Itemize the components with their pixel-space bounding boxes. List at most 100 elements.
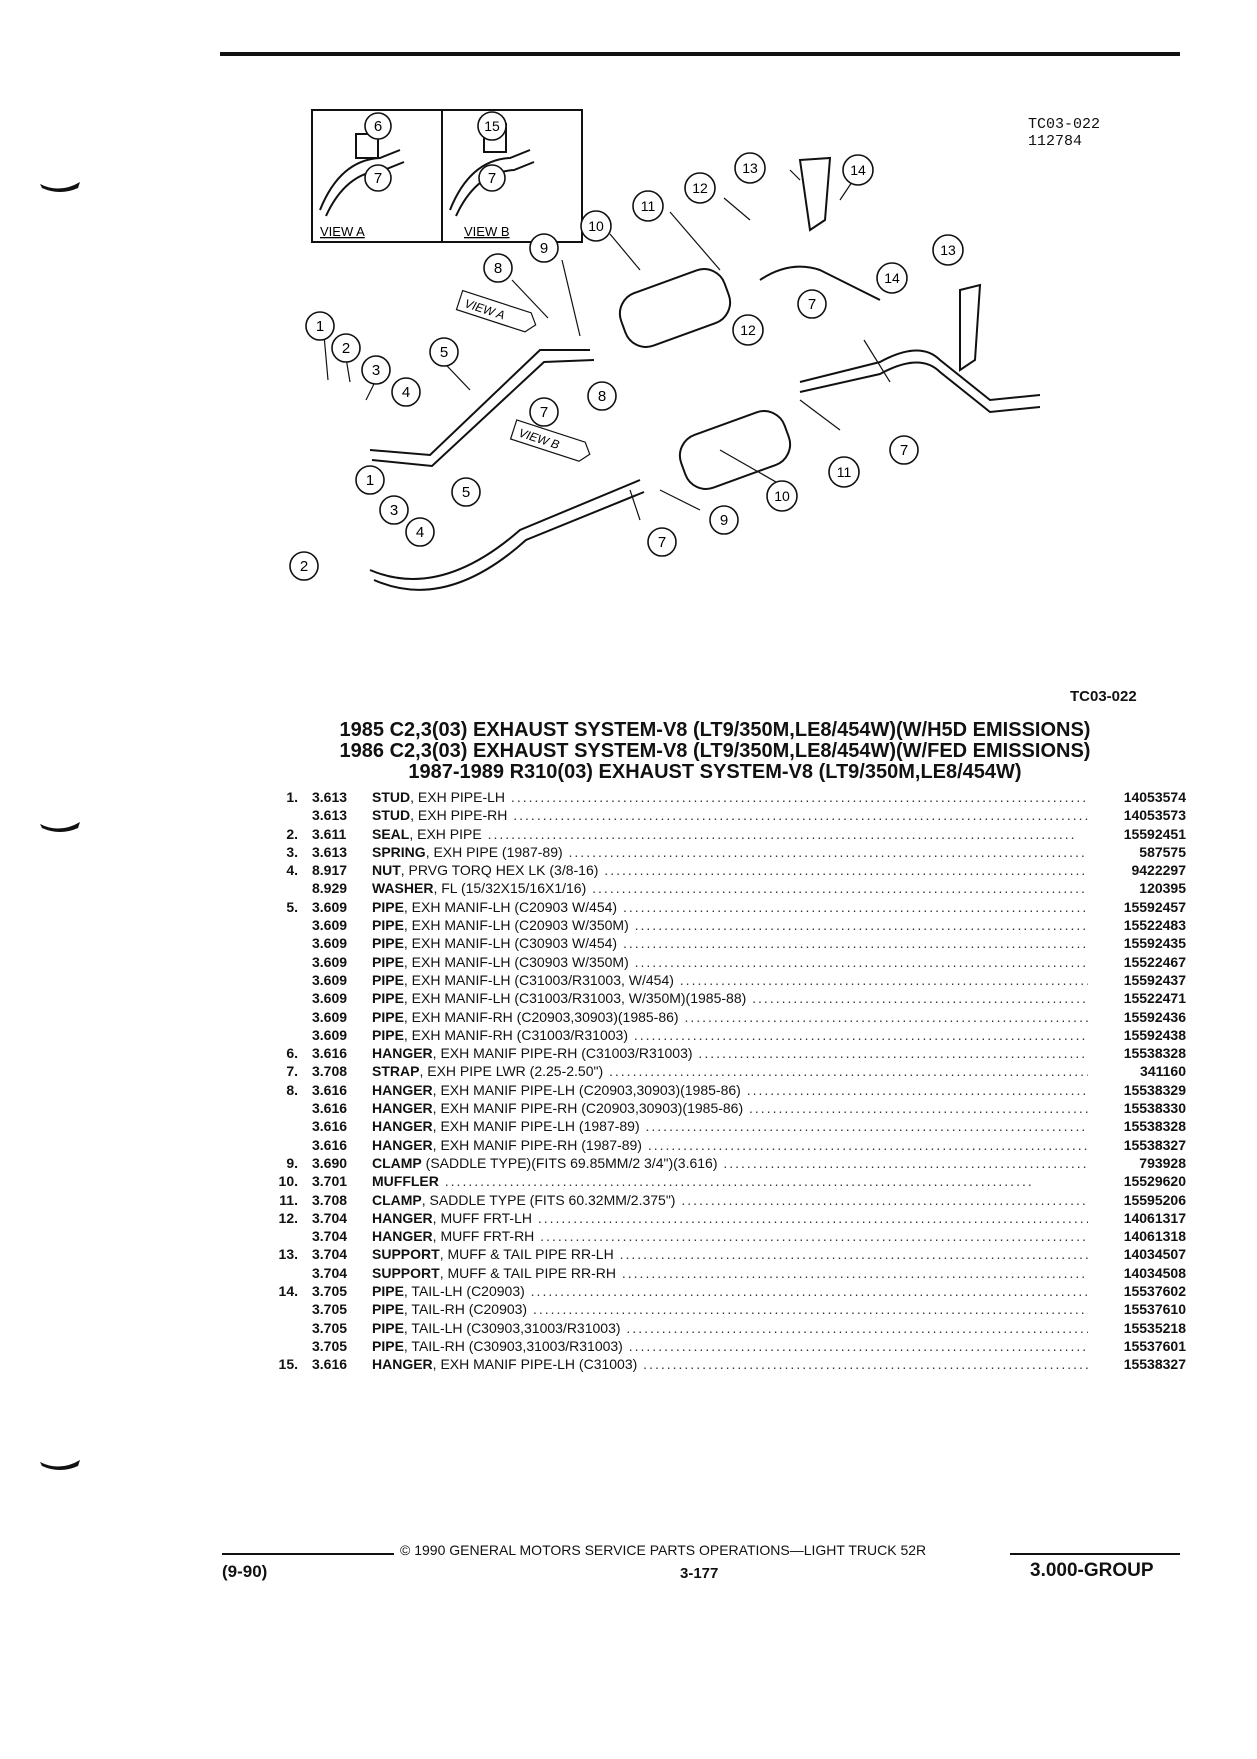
svg-text:13: 13 (940, 242, 956, 258)
svg-text:1: 1 (366, 472, 374, 489)
part-description: STUD, EXH PIPE-LH ......................… (372, 788, 1088, 806)
part-item-number: 11. (279, 1191, 298, 1208)
leader-dots: ........................................… (647, 1136, 1088, 1153)
callout-3: 3 (379, 495, 409, 525)
callout-7: 7 (889, 435, 919, 465)
pipe-lh-upper (369, 349, 590, 457)
part-item-number: 2. (286, 825, 298, 842)
part-number: 15538329 (1123, 1081, 1186, 1098)
part-description: HANGER, EXH MANIF PIPE-RH (C20903,30903)… (372, 1099, 1088, 1117)
part-description: PIPE, TAIL-RH (C20903) .................… (372, 1300, 1088, 1318)
part-number: 15522483 (1123, 917, 1186, 934)
part-description: PIPE, EXH MANIF-LH (C31003/R31003, W/454… (372, 971, 1088, 989)
part-group-number: 3.609 (312, 935, 348, 952)
part-item-number (258, 1008, 312, 1026)
part-name: MUFFLER (372, 1173, 439, 1190)
part-group-number: 3.704 (312, 1228, 348, 1245)
callout-1: 1 (355, 465, 385, 495)
part-name: PIPE (372, 1337, 404, 1354)
part-description: PIPE, EXH MANIF-RH (C20903,30903)(1985-8… (372, 1008, 1088, 1026)
part-item-number (258, 1099, 312, 1117)
leader-dots: ........................................… (752, 990, 1088, 1007)
svg-text:11: 11 (641, 198, 656, 214)
part-number: 15538330 (1123, 1100, 1186, 1117)
part-group-number: 3.609 (312, 953, 348, 970)
svg-text:6: 6 (374, 118, 382, 135)
part-group-number: 3.613 (312, 843, 348, 860)
part-description: HANGER, MUFF FRT-RH ....................… (372, 1227, 1088, 1245)
part-name: HANGER (372, 1045, 433, 1062)
part-item-number: 5. (286, 898, 298, 915)
part-description: HANGER, EXH MANIF PIPE-RH (1987-89) ....… (372, 1136, 1088, 1154)
part-detail: , FL (15/32X15/16X1/16) (433, 880, 587, 897)
part-name: HANGER (372, 1136, 433, 1153)
callout-4: 4 (391, 377, 421, 407)
footer-rule-left (222, 1553, 394, 1555)
part-number: 587575 (1139, 843, 1186, 860)
part-detail: , EXH MANIF-LH (C30903 W/454) (403, 935, 618, 952)
part-item-number (258, 916, 312, 934)
svg-text:10: 10 (774, 488, 790, 504)
part-number: 15538328 (1123, 1045, 1186, 1062)
part-detail: , EXH MANIF PIPE-LH (C20903,30903)(1985-… (432, 1081, 741, 1098)
part-number: 9422297 (1131, 862, 1186, 879)
callout-11: 11 (632, 190, 664, 222)
leader-dots: ........................................… (698, 1045, 1088, 1062)
title-line-1: 1985 C2,3(03) EXHAUST SYSTEM-V8 (LT9/350… (339, 719, 1091, 741)
callout-9: 9 (529, 233, 559, 263)
part-detail: , MUFF & TAIL PIPE RR-LH (439, 1246, 614, 1263)
callout-2: 2 (331, 333, 361, 363)
part-name: PIPE (372, 917, 404, 934)
callout-7: 7 (647, 527, 677, 557)
part-description: MUFFLER ................................… (372, 1172, 1088, 1190)
part-item-number (258, 1136, 312, 1154)
footer-copyright: © 1990 GENERAL MOTORS SERVICE PARTS OPER… (400, 1542, 927, 1558)
part-group-number: 3.613 (312, 789, 348, 805)
leader-dots: ........................................… (527, 1301, 1088, 1318)
view-a-label: VIEW A (320, 224, 365, 239)
part-group-number: 3.704 (312, 1246, 348, 1263)
part-detail: , EXH PIPE (1987-89) (425, 843, 563, 860)
part-group-number: 3.613 (312, 807, 348, 824)
part-group-number: 3.616 (312, 1118, 348, 1135)
part-group-number: 3.609 (312, 1008, 348, 1025)
part-name: PIPE (372, 935, 404, 952)
callout-14: 14 (876, 262, 908, 294)
top-rule (220, 52, 1180, 56)
part-group-number: 3.705 (312, 1337, 348, 1354)
svg-text:7: 7 (374, 170, 382, 187)
callout-7: 7 (529, 397, 559, 427)
callout-2: 2 (289, 551, 319, 581)
exhaust-system-diagram: 6 7 15 7 1 2 3 4 5 8 9 10 11 12 13 14 7 … (280, 100, 1180, 660)
callout-13: 13 (932, 234, 964, 266)
part-number: 14034508 (1123, 1264, 1186, 1281)
part-number: 15538327 (1123, 1356, 1186, 1373)
part-description: CLAMP (SADDLE TYPE)(FITS 69.85MM/2 3/4")… (372, 1154, 1088, 1172)
part-name: PIPE (372, 1026, 404, 1043)
part-description: PIPE, EXH MANIF-RH (C31003/R31003) .....… (372, 1026, 1088, 1044)
leader-dots: ........................................… (633, 1026, 1088, 1043)
svg-text:12: 12 (692, 180, 708, 196)
part-name: SUPPORT (372, 1246, 440, 1263)
svg-text:15: 15 (484, 118, 500, 134)
part-item-number: 10. (278, 1173, 298, 1190)
svg-text:4: 4 (416, 524, 424, 541)
part-description: SPRING, EXH PIPE (1987-89) .............… (372, 843, 1088, 861)
part-name: HANGER (372, 1228, 433, 1245)
part-description: PIPE, EXH MANIF-LH (C20903 W/350M) .....… (372, 916, 1088, 934)
leader-dots: ........................................… (531, 1209, 1088, 1226)
callout-8: 8 (587, 381, 617, 411)
part-number: 14034507 (1123, 1246, 1186, 1263)
